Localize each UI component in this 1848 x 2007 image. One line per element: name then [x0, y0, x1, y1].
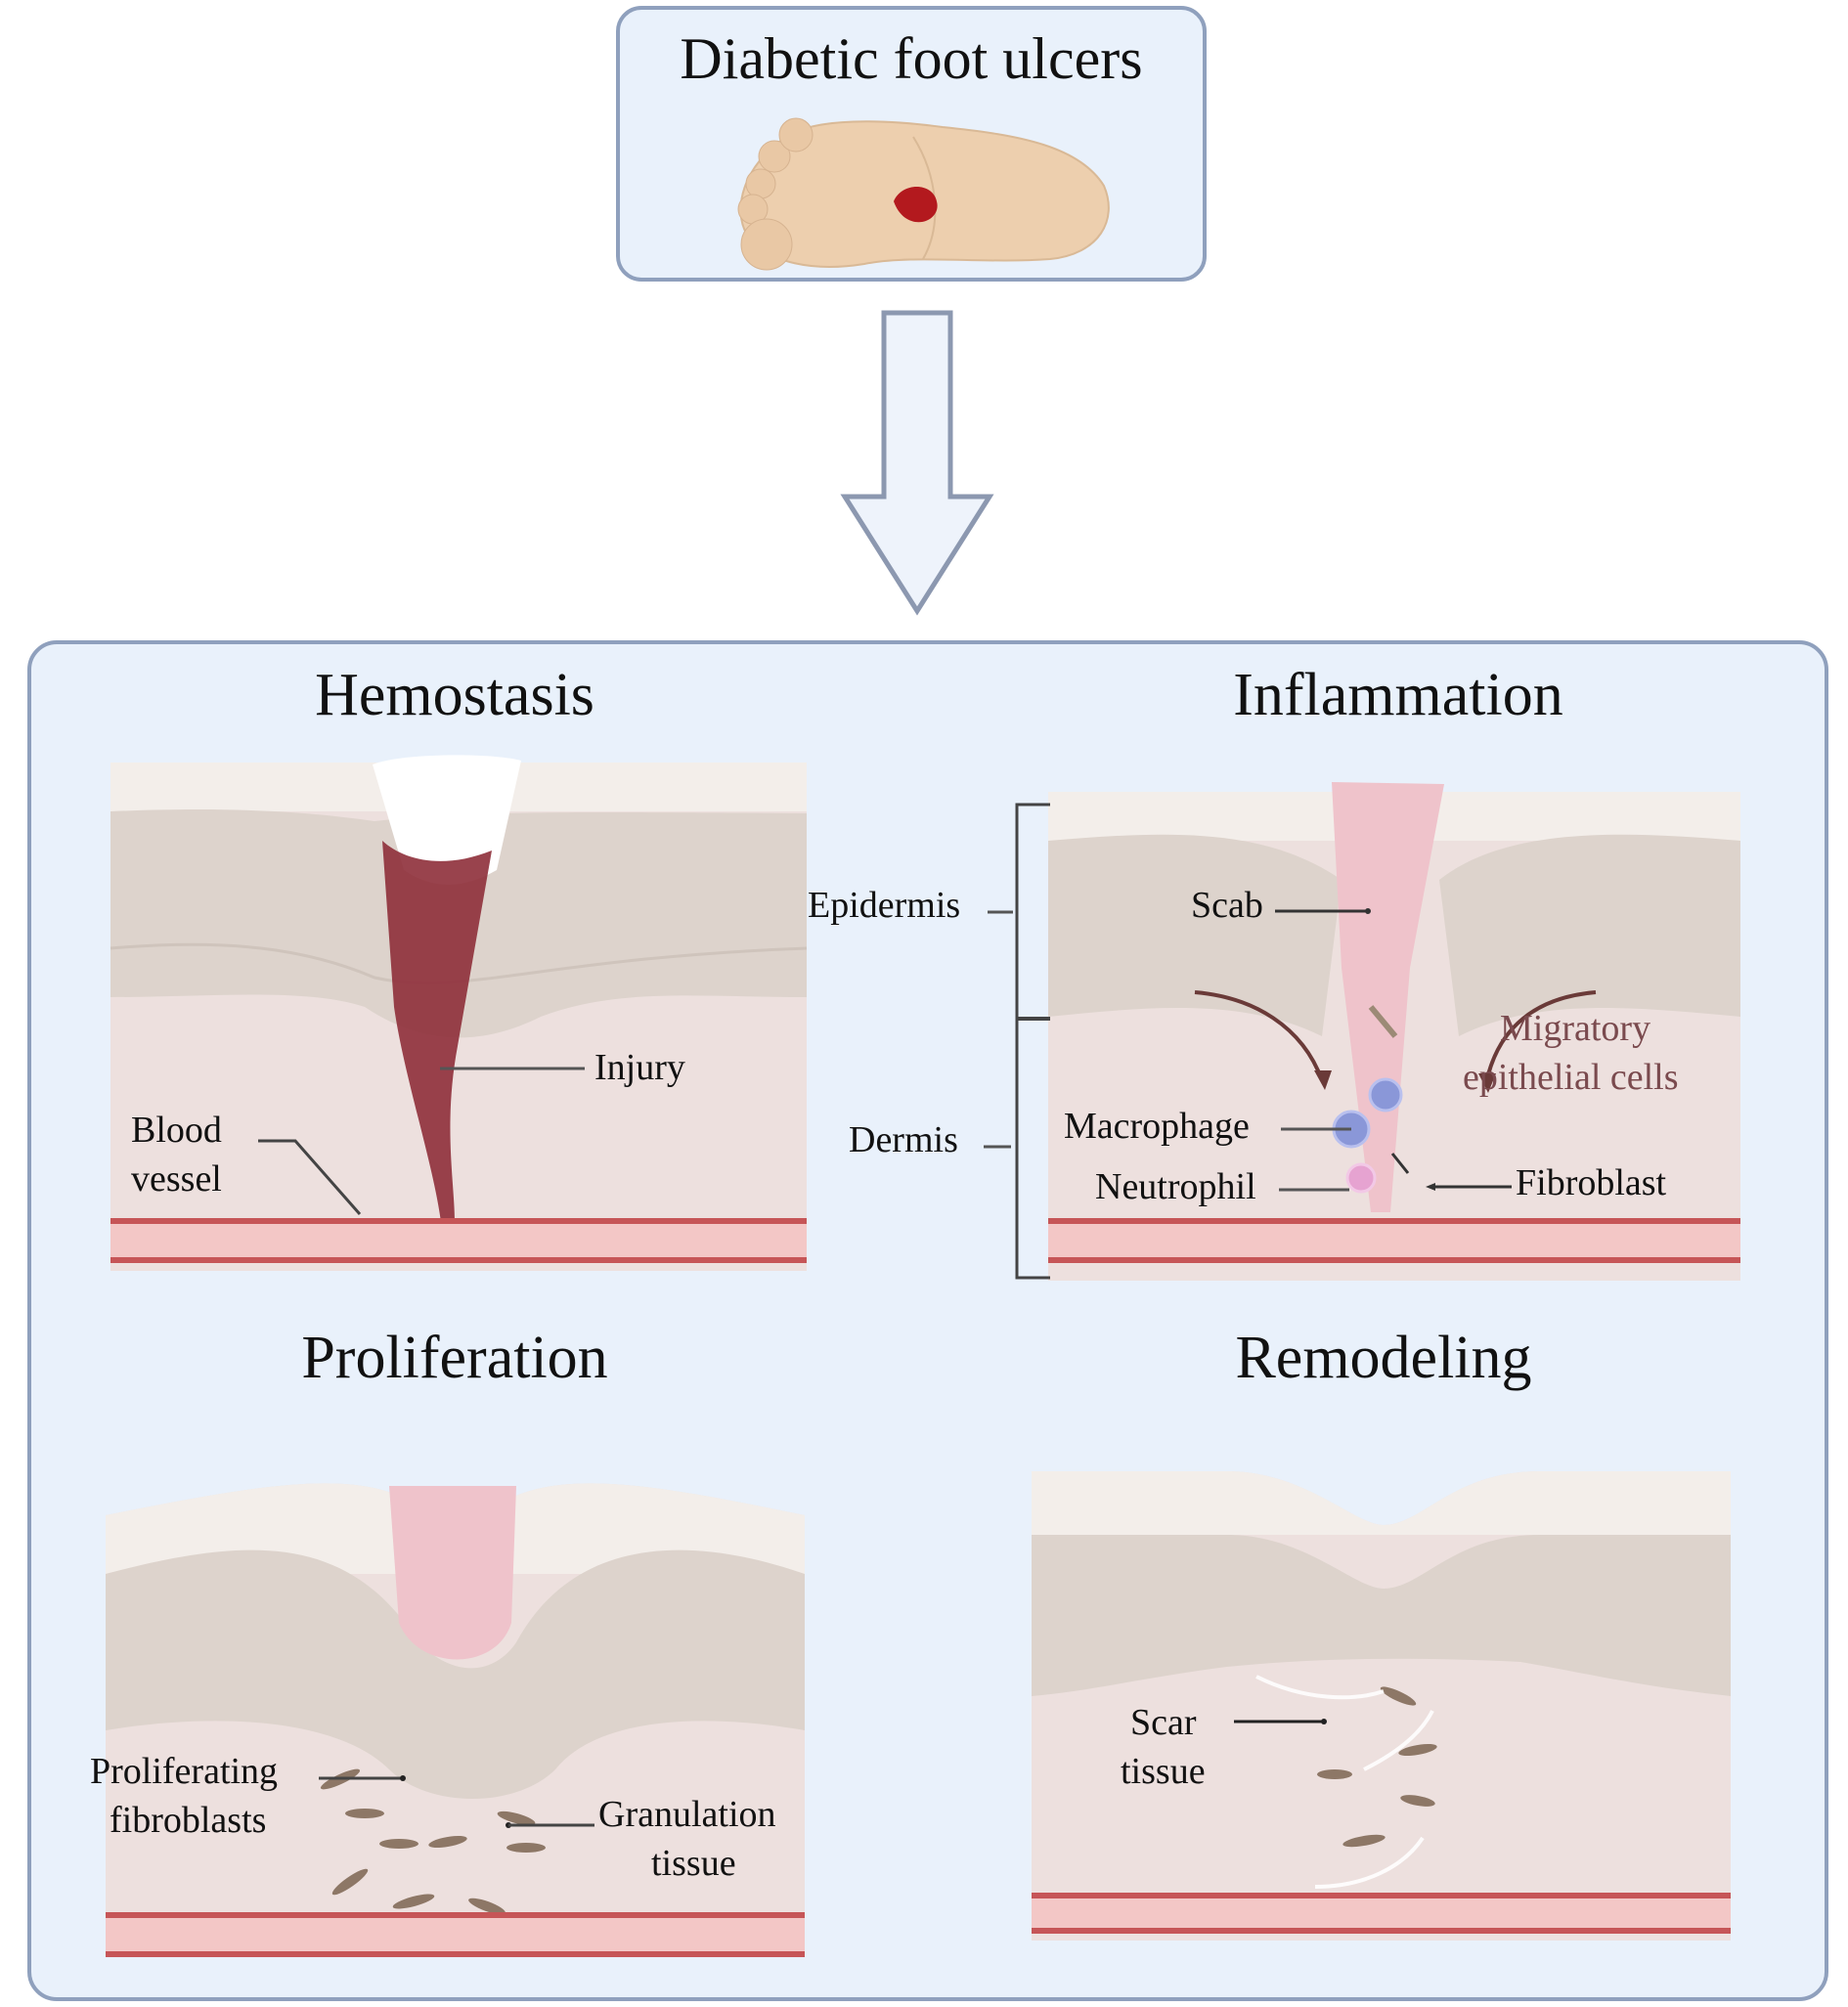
label-granulation-1: Granulation	[598, 1794, 776, 1835]
stage-title-hemostasis: Hemostasis	[315, 662, 594, 728]
stage-title-inflammation: Inflammation	[1233, 662, 1563, 728]
injury-leader-line	[440, 1067, 585, 1070]
label-dermis: Dermis	[849, 1119, 958, 1160]
label-migratory-2: epithelial cells	[1463, 1057, 1679, 1098]
foot-with-ulcer-icon	[737, 117, 1110, 271]
stage-title-proliferation: Proliferation	[301, 1325, 608, 1391]
neutrophil-leader-line	[1279, 1188, 1349, 1192]
scab-leader-line	[1275, 908, 1371, 914]
blood-vessel-leader-line	[258, 1139, 362, 1215]
label-scar-2: tissue	[1121, 1751, 1206, 1792]
label-granulation-2: tissue	[651, 1843, 736, 1884]
down-arrow-icon	[840, 310, 994, 616]
epidermis-leader-line	[988, 910, 1013, 914]
label-vessel: vessel	[131, 1158, 222, 1200]
label-epidermis: Epidermis	[808, 885, 961, 926]
label-proliferating-1: Proliferating	[90, 1751, 279, 1792]
label-neutrophil: Neutrophil	[1095, 1166, 1256, 1207]
proliferating-fibroblasts-leader-line	[319, 1775, 406, 1781]
proliferation-skin-illustration	[106, 1483, 805, 1957]
granulation-tissue-leader-line	[506, 1822, 594, 1828]
fibroblast-leader-line	[1426, 1183, 1512, 1191]
dermis-leader-line	[984, 1145, 1011, 1149]
label-proliferating-2: fibroblasts	[110, 1800, 267, 1841]
hemostasis-skin-illustration	[110, 755, 808, 1271]
label-migratory-1: Migratory	[1500, 1008, 1651, 1049]
diabetic-foot-ulcers-box: Diabetic foot ulcers	[616, 6, 1207, 282]
label-macrophage: Macrophage	[1064, 1106, 1250, 1147]
inflammation-skin-illustration	[1048, 782, 1740, 1281]
label-blood: Blood	[131, 1110, 222, 1151]
label-fibroblast: Fibroblast	[1516, 1162, 1667, 1203]
label-injury: Injury	[594, 1047, 685, 1088]
stage-title-remodeling: Remodeling	[1235, 1325, 1532, 1391]
epidermis-dermis-bracket	[1015, 803, 1050, 1280]
label-scar-1: Scar	[1130, 1702, 1197, 1743]
label-scab: Scab	[1191, 885, 1263, 926]
remodeling-skin-illustration	[1032, 1471, 1731, 1941]
header-title: Diabetic foot ulcers	[680, 26, 1143, 91]
macrophage-leader-line	[1281, 1127, 1351, 1131]
scar-tissue-leader-line	[1234, 1719, 1327, 1724]
